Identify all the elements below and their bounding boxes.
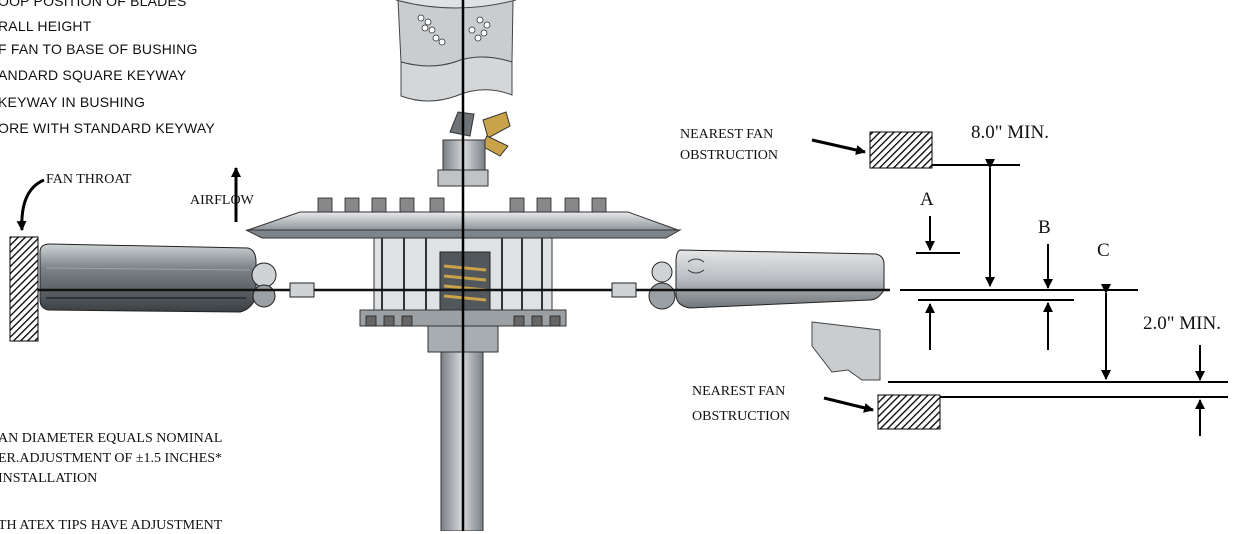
upper-hub-part xyxy=(395,0,517,102)
upper-obstruction-arrow xyxy=(811,138,866,155)
lower-obstruction-label-1: NEAREST FAN xyxy=(692,384,786,399)
note-line-3: INSTALLATION xyxy=(0,471,98,486)
note-line-1: AN DIAMETER EQUALS NOMINAL xyxy=(0,431,223,446)
fan-throat-label: FAN THROAT xyxy=(46,172,132,187)
dimension-8-min-label: 8.0" MIN. xyxy=(971,122,1049,143)
note-line-4: TH ATEX TIPS HAVE ADJUSTMENT xyxy=(0,518,223,533)
legend-line-3: F FAN TO BASE OF BUSHING xyxy=(0,41,198,57)
drive-coupling xyxy=(437,111,511,187)
upper-obstruction-label-2: OBSTRUCTION xyxy=(680,148,779,163)
legend-line-6: ORE WITH STANDARD KEYWAY xyxy=(0,120,215,136)
dimension-2-min-label: 2.0" MIN. xyxy=(1143,313,1221,334)
upper-obstruction-block xyxy=(869,131,933,169)
dimension-b-label: B xyxy=(1038,217,1051,238)
airflow-label: AIRFLOW xyxy=(190,193,254,208)
legend-line-2: RALL HEIGHT xyxy=(0,18,92,34)
fan-throat-arrow xyxy=(16,178,45,231)
obstruction-panel xyxy=(811,321,881,381)
note-line-2: ER.ADJUSTMENT OF ±1.5 INCHES* xyxy=(0,451,223,466)
left-blade xyxy=(39,243,277,313)
lower-obstruction-block xyxy=(877,394,941,430)
right-blade xyxy=(648,249,885,310)
upper-obstruction-label-1: NEAREST FAN xyxy=(680,127,774,142)
lower-obstruction-label-2: OBSTRUCTION xyxy=(692,409,791,424)
dimension-a-label: A xyxy=(920,189,934,210)
legend-line-5: KEYWAY IN BUSHING xyxy=(0,94,146,110)
dimension-c-label: C xyxy=(1097,240,1110,261)
legend-line-1: OOP POSITION OF BLADES xyxy=(0,0,187,9)
fan-throat-wall xyxy=(9,236,39,342)
legend-line-4: ANDARD SQUARE KEYWAY xyxy=(0,67,187,83)
dimension-lines xyxy=(888,164,1228,398)
dimension-arrows xyxy=(925,159,1205,436)
lower-obstruction-arrow xyxy=(823,396,874,413)
